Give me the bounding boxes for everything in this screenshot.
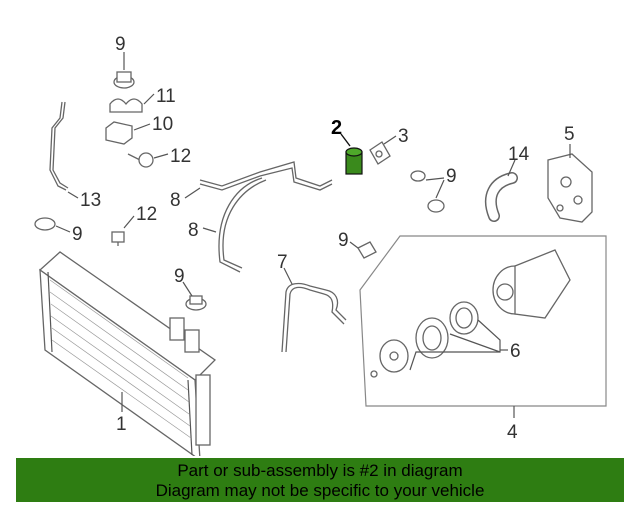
callout-6: 6 xyxy=(510,341,521,362)
seal-3[interactable] xyxy=(369,141,391,165)
bracket-10[interactable] xyxy=(105,121,133,145)
callout-2-highlight: 2 xyxy=(331,117,342,139)
callout-9-right: 9 xyxy=(446,166,457,187)
condenser-part[interactable] xyxy=(38,251,217,456)
nut-9-right-b[interactable] xyxy=(427,199,445,213)
bolt-12-top[interactable] xyxy=(127,152,154,168)
callout-8-upper: 8 xyxy=(170,190,181,211)
hose-14[interactable] xyxy=(484,172,518,222)
highlighted-part-2[interactable] xyxy=(345,147,363,175)
callout-12-top: 12 xyxy=(170,146,191,167)
compressor-assembly-box[interactable] xyxy=(359,235,607,407)
liquid-pipe-part[interactable] xyxy=(49,101,67,191)
banner-line-2: Diagram may not be specific to your vehi… xyxy=(155,481,485,500)
callout-7: 7 xyxy=(277,252,288,273)
armature-part[interactable] xyxy=(370,339,409,378)
callout-10: 10 xyxy=(152,114,173,135)
callout-9-mid: 9 xyxy=(338,230,349,251)
callout-3: 3 xyxy=(398,126,409,147)
discharge-hose-8[interactable] xyxy=(199,161,333,273)
nut-9-low[interactable] xyxy=(185,295,207,311)
callout-9-left: 9 xyxy=(72,224,83,245)
callout-9-low: 9 xyxy=(174,266,185,287)
nut-9-right-a[interactable] xyxy=(410,170,426,182)
callout-1: 1 xyxy=(116,414,127,435)
callout-4: 4 xyxy=(507,422,518,443)
suction-pipe-7[interactable] xyxy=(281,282,347,353)
nut-9-mid[interactable] xyxy=(357,241,377,259)
cap-nut-9-top[interactable] xyxy=(113,71,135,89)
info-banner: Part or sub-assembly is #2 in diagram Di… xyxy=(16,458,624,502)
callout-12-mid: 12 xyxy=(136,204,157,225)
bolt-12-mid[interactable] xyxy=(111,231,125,246)
nut-9-left[interactable] xyxy=(34,217,56,231)
callout-5: 5 xyxy=(564,124,575,145)
parts-diagram: 9 11 10 12 13 9 12 2 3 9 14 5 8 8 9 7 9 … xyxy=(34,34,607,456)
callout-9-top: 9 xyxy=(115,34,126,55)
clutch-part[interactable] xyxy=(415,317,449,359)
pulley-part[interactable] xyxy=(449,301,479,335)
compressor-bracket-5[interactable] xyxy=(547,153,593,223)
callout-14: 14 xyxy=(508,144,530,165)
clamp-11[interactable] xyxy=(109,98,143,113)
compressor-part[interactable] xyxy=(492,249,571,319)
callout-8-lower: 8 xyxy=(188,220,199,241)
banner-line-1: Part or sub-assembly is #2 in diagram xyxy=(177,461,463,480)
callout-13: 13 xyxy=(80,190,101,211)
callout-11: 11 xyxy=(156,86,176,107)
